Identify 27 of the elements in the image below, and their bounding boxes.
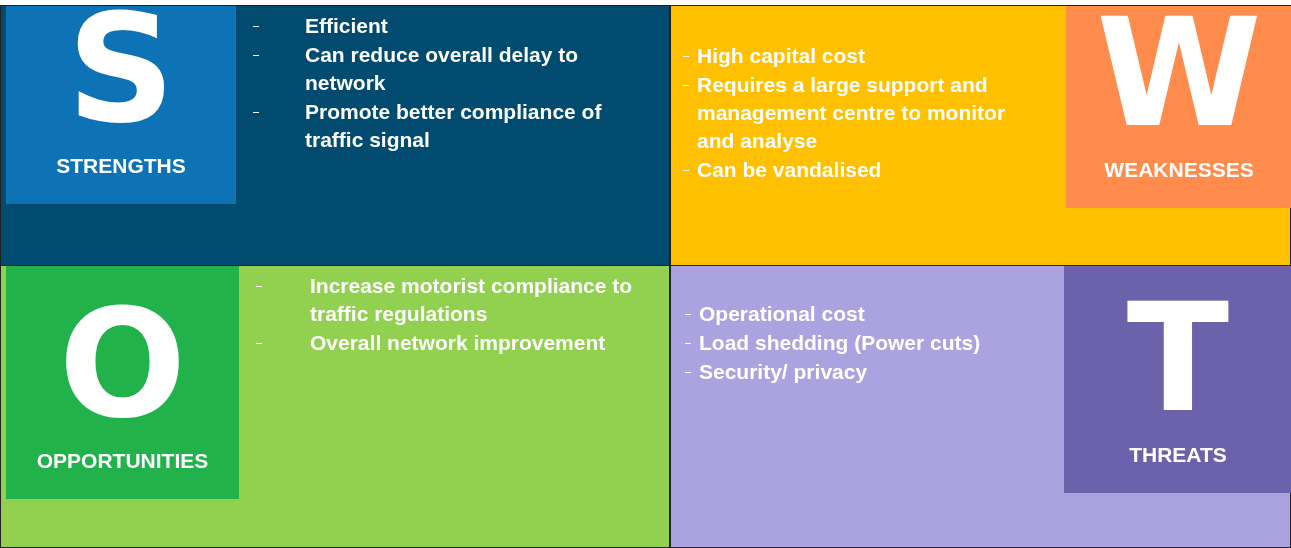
bullet-text: Efficient	[305, 13, 388, 39]
bullet-text: Promote better compliance of traffic signal	[305, 99, 603, 153]
tile-letter: S	[66, 0, 175, 144]
letter-tile	[6, 6, 236, 204]
bullet-text: Can be vandalised	[697, 157, 882, 183]
bullet-text: Operational cost	[699, 301, 865, 327]
tile-letter: W	[1096, 0, 1262, 148]
quadrant-panel	[670, 5, 1291, 266]
quadrant-panel	[0, 265, 670, 548]
tile-heading: WEAKNESSES	[1104, 158, 1254, 182]
bullet-text: Requires a large support and management centre to monitor and analyse	[697, 72, 1007, 154]
quadrant-panel	[670, 265, 1291, 548]
letter-tile	[1064, 266, 1291, 493]
tile-heading: OPPORTUNITIES	[36, 449, 209, 473]
letter-tile	[6, 266, 239, 499]
letter-tile	[1066, 6, 1291, 208]
bullet-text: Overall network improvement	[310, 330, 606, 356]
bullet-text: High capital cost	[697, 43, 866, 69]
bullet-text: Security/ privacy	[699, 359, 868, 385]
bullet-text: Increase motorist compliance to traffic regulations	[310, 273, 634, 327]
tile-heading: STRENGTHS	[56, 154, 186, 178]
bullet-text: Load shedding (Power cuts)	[699, 330, 981, 356]
bullet-text: Can reduce overall delay to network	[305, 42, 580, 96]
tile-heading: THREATS	[1129, 443, 1227, 467]
tile-letter: T	[1126, 283, 1230, 433]
tile-letter: O	[58, 289, 187, 439]
quadrant-panel	[0, 5, 670, 266]
